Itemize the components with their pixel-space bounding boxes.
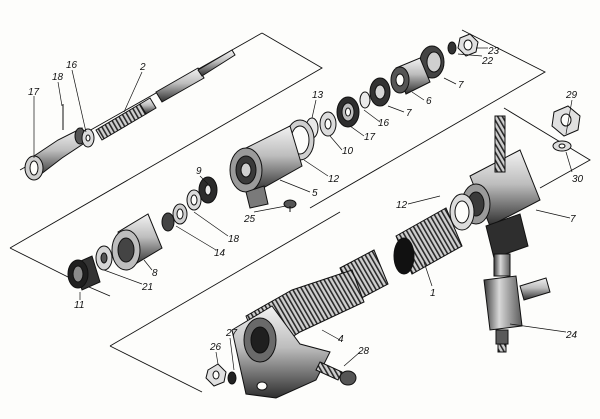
part-1-threaded-tube <box>393 207 463 275</box>
part-28-bolt <box>315 361 357 386</box>
callout-1: 1 <box>430 288 436 299</box>
callout-11: 11 <box>74 300 84 311</box>
part-14-rings <box>161 203 188 232</box>
callout-17: 17 <box>364 132 376 143</box>
part-2-rod <box>95 49 236 141</box>
callout-16: 16 <box>378 118 390 129</box>
part-15-ring <box>186 189 202 211</box>
callout-4: 5 <box>312 188 318 199</box>
part-30-washer <box>552 140 572 152</box>
callout-10: 10 <box>342 146 354 157</box>
callout-labels: 17 18 16 2 23 22 7 6 7 16 17 10 13 12 5 … <box>28 46 584 357</box>
callout-12-upper: 12 <box>328 174 340 185</box>
callout-25: 25 <box>243 214 256 225</box>
part-27-washer <box>227 371 237 385</box>
callout-15: 18 <box>228 234 240 245</box>
callout-27: 27 <box>225 328 238 339</box>
callout-20: 18 <box>52 72 64 83</box>
part-21-sleeve <box>95 245 113 271</box>
callout-23: 23 <box>487 46 500 57</box>
part-11-cap <box>67 255 101 291</box>
callout-21: 21 <box>141 282 153 293</box>
callout-12-lower: 12 <box>396 200 408 211</box>
callout-5: 7 <box>570 214 576 225</box>
callout-24: 24 <box>565 330 578 341</box>
part-17-bearing <box>336 96 360 128</box>
part-16-ring <box>359 91 371 109</box>
callout-26: 26 <box>209 342 222 353</box>
callout-7-upper: 7 <box>458 80 464 91</box>
callout-22: 22 <box>481 56 494 67</box>
callout-3: 4 <box>338 334 344 345</box>
part-8-gland-nut <box>111 213 163 271</box>
part-7-ring-lower <box>369 77 391 107</box>
part-18-washer <box>81 128 95 148</box>
part-25-screw <box>283 199 297 212</box>
callout-29: 29 <box>565 90 578 101</box>
part-12-ring-lower <box>449 193 475 231</box>
callout-19: 17 <box>28 87 40 98</box>
callout-2: 2 <box>139 62 146 73</box>
callout-30: 30 <box>572 174 584 185</box>
callout-8: 8 <box>152 268 158 279</box>
part-9-washer <box>198 176 218 204</box>
callout-18: 16 <box>66 60 78 71</box>
assembly-outline-lower <box>109 107 591 393</box>
part-6-bushing <box>390 57 431 95</box>
part-26-nut <box>205 363 227 387</box>
part-10-seal <box>319 111 337 137</box>
callout-14: 14 <box>214 248 226 259</box>
callout-13: 13 <box>312 90 324 101</box>
part-4-housing <box>229 125 303 209</box>
callout-7-lower: 7 <box>406 108 412 119</box>
part-7-ring-upper <box>419 45 445 79</box>
part-5-tee-body <box>461 115 541 259</box>
part-3-bracket <box>231 269 365 399</box>
callout-28: 28 <box>357 346 370 357</box>
part-24-valve-block <box>483 253 551 353</box>
part-29-nut <box>551 105 581 137</box>
part-22-washer <box>447 41 457 55</box>
part-23-nut <box>457 33 479 57</box>
leader-lines <box>33 47 573 371</box>
callout-6: 6 <box>426 96 432 107</box>
callout-9: 9 <box>196 166 202 177</box>
